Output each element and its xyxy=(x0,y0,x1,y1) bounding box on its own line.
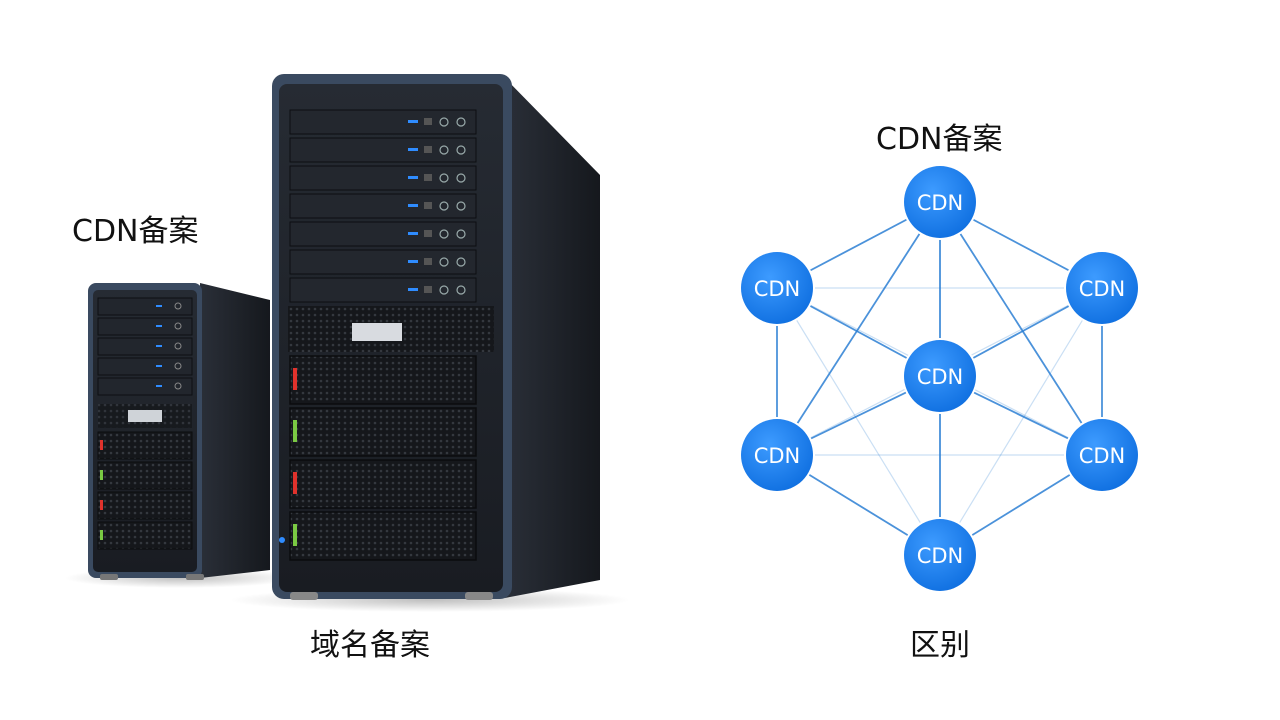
small-server-illustration xyxy=(65,283,295,588)
cdn-node-label: CDN xyxy=(917,191,964,215)
network-nodes: CDN CDN CDN CDN CDN CDN CDN xyxy=(739,164,1140,593)
cdn-node-label: CDN xyxy=(917,365,964,389)
cdn-node-bottom: CDN xyxy=(902,517,978,593)
cdn-node-label: CDN xyxy=(754,444,801,468)
cdn-node-top: CDN xyxy=(902,164,978,240)
cdn-node-center: CDN xyxy=(902,338,978,414)
cdn-node-lower-right: CDN xyxy=(1064,417,1140,493)
right-server-label: 域名备案 xyxy=(310,628,430,663)
small-server-upper-bays xyxy=(97,297,193,396)
network-link-faint xyxy=(939,287,1103,556)
network-caption: 区别 xyxy=(910,628,970,663)
left-server-label: CDN备案 xyxy=(72,214,199,249)
cdn-node-lower-left: CDN xyxy=(739,417,815,493)
network-link-faint xyxy=(776,287,941,556)
cdn-node-label: CDN xyxy=(917,544,964,568)
large-server-drives xyxy=(289,355,477,561)
network-title: CDN备案 xyxy=(876,122,1003,157)
cdn-node-label: CDN xyxy=(1079,277,1126,301)
large-server-badge xyxy=(352,323,402,341)
large-server-upper-bays xyxy=(289,109,477,303)
large-server-illustration xyxy=(230,74,630,612)
network-link xyxy=(939,201,1103,456)
small-server-drives xyxy=(97,431,193,550)
cdn-node-upper-left: CDN xyxy=(739,250,815,326)
cdn-node-upper-right: CDN xyxy=(1064,250,1140,326)
cdn-node-label: CDN xyxy=(1079,444,1126,468)
network-link xyxy=(776,201,941,456)
cdn-node-label: CDN xyxy=(754,277,801,301)
